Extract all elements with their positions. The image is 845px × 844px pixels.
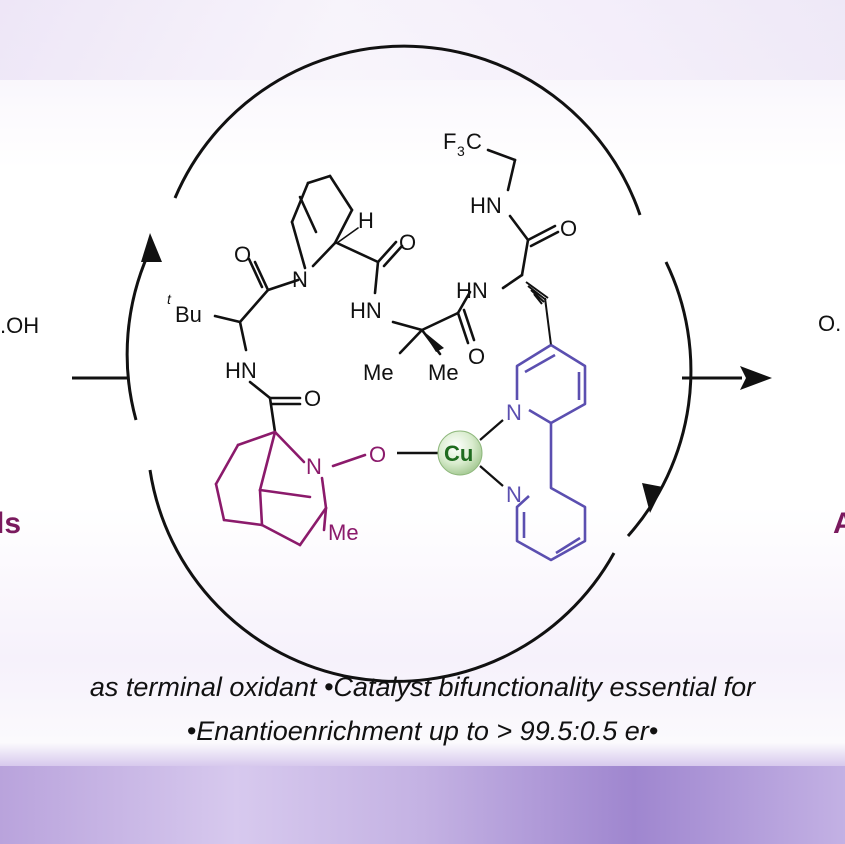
- wedge-bond: [422, 330, 444, 352]
- feature-bullets-line-2: •Enantioenrichment up to > 99.5:0.5 er•: [186, 716, 659, 746]
- tbu-superscript: t: [167, 291, 172, 307]
- carbonyl-o-right: O: [560, 216, 577, 241]
- svg-text:3: 3: [457, 143, 465, 159]
- copper-sphere: [437, 430, 483, 476]
- right-reagent-text: O.: [818, 311, 841, 336]
- outgoing-arrowhead: [740, 366, 772, 390]
- bottom-decorative-band: [0, 766, 845, 844]
- methyl-label-1: Me: [363, 360, 394, 385]
- top-background-glow: [0, 0, 845, 80]
- nh-label-right: HN: [456, 278, 488, 303]
- stereo-h-label: H: [358, 208, 374, 233]
- pyridine-n-label-1: N: [506, 400, 522, 425]
- bipyridine-ligand: [515, 343, 587, 562]
- pyridine-n-label-2: N: [506, 482, 522, 507]
- nitroxyl-n-label: N: [306, 454, 322, 479]
- azaadamantane-nitroxyl: [214, 430, 367, 547]
- nh-label-top: HN: [470, 193, 502, 218]
- cycle-arrowhead-right: [642, 483, 663, 513]
- carbonyl-o-upper-left: O: [234, 242, 251, 267]
- trifluoroethyl-label: F 3 C: [443, 129, 482, 159]
- carbonyl-o-lower-left: O: [304, 386, 321, 411]
- adamantyl-methyl-label: Me: [328, 520, 359, 545]
- cycle-circle: [125, 44, 693, 683]
- right-product-label: A: [833, 507, 845, 540]
- peptide-backbone-bonds: [213, 148, 560, 434]
- nh-label-lower-left: HN: [225, 358, 257, 383]
- cu-n-bond-1: [479, 419, 504, 441]
- cycle-arrowhead-left: [141, 233, 162, 262]
- stereo-bonds: [525, 281, 552, 346]
- nh-label-center: HN: [350, 298, 382, 323]
- left-reagent-text: .OH: [0, 313, 39, 338]
- proline-n-label: N: [292, 267, 308, 292]
- carbonyl-o-lower: O: [468, 344, 485, 369]
- cu-n-bond-2: [479, 465, 504, 487]
- svg-text:F: F: [443, 129, 456, 154]
- methyl-label-2: Me: [428, 360, 459, 385]
- feature-bullets-line-1: as terminal oxidant •Catalyst bifunction…: [89, 672, 756, 702]
- nitroxyl-o-label: O: [369, 442, 386, 467]
- svg-text:C: C: [466, 129, 482, 154]
- copper-label: Cu: [444, 441, 473, 466]
- carbonyl-o-center: O: [399, 230, 416, 255]
- left-product-label: ls: [0, 507, 21, 540]
- tbu-label: Bu: [175, 302, 202, 327]
